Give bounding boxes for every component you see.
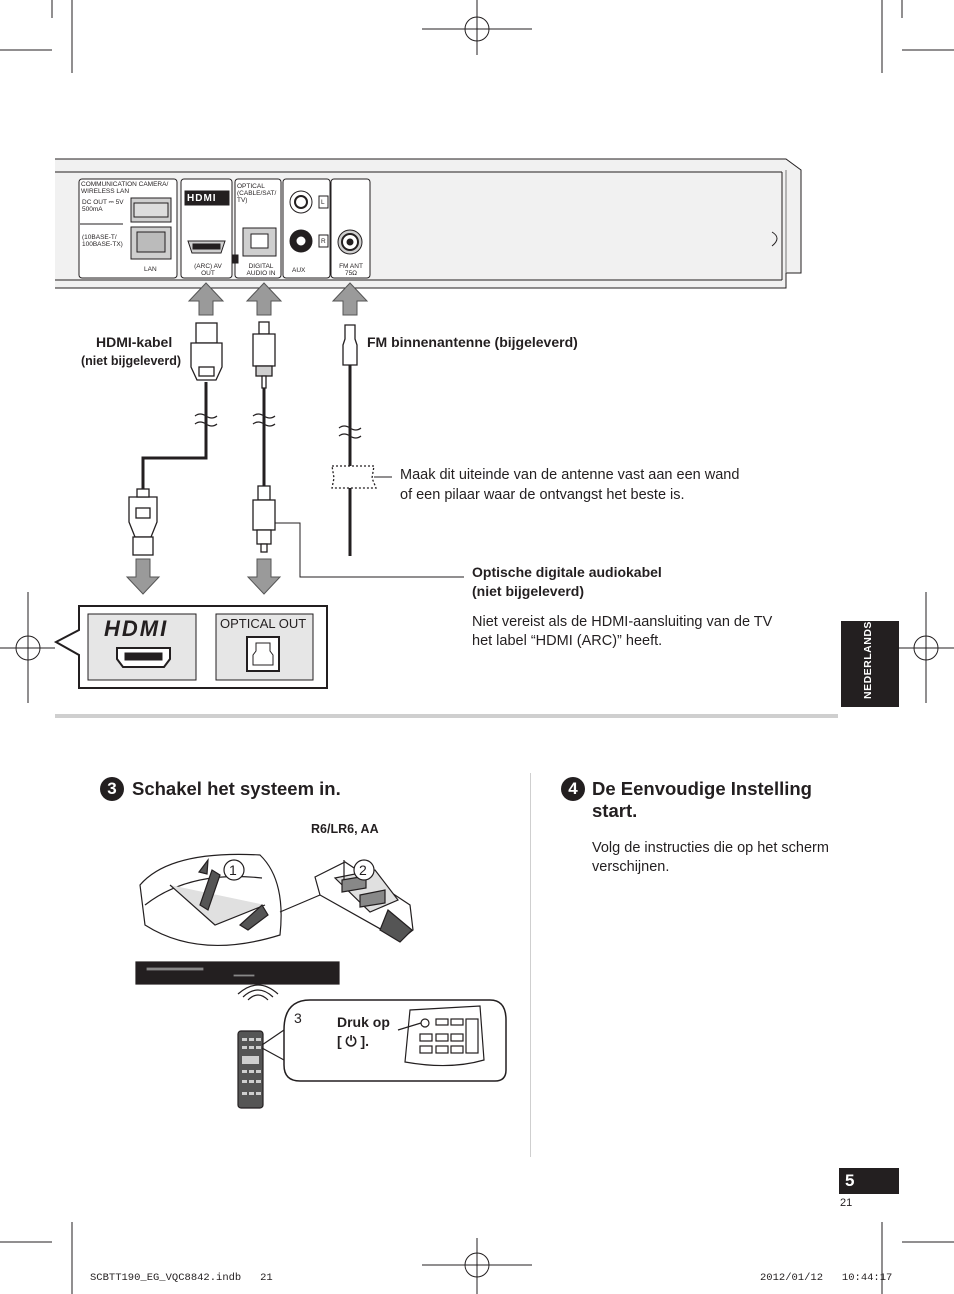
column-divider [530,773,531,1157]
step4-body-line1: Volg de instructies die op het scherm [592,840,829,856]
aux-r-label: R [321,238,326,245]
step4-title-line2: start. [592,800,638,821]
step3-sub3: 3 [294,1010,302,1026]
optical-cable-note: (niet bijgeleverd) [472,583,585,599]
optical-info-line2: het label “HDMI (ARC)” heeft. [472,633,663,649]
step3-number: 3 [100,777,124,801]
tv-optical-out-label: OPTICAL OUT [220,616,307,631]
page-number-small: 21 [840,1197,853,1209]
optical-info-line1: Niet vereist als de HDMI-aansluiting van… [472,614,773,630]
fm-antenna-title: FM binnenantenne (bijgeleverd) [367,334,578,350]
comm-label: COMMUNICATION CAMERA/ WIRELESS LAN [81,181,169,195]
footer-file: SCBTT190_EG_VQC8842.indb 21 [90,1272,273,1284]
hdmi-port-logo: HDMI [187,193,217,204]
step4-number: 4 [561,777,585,801]
page-number: 5 [845,1171,855,1190]
arc-label: (ARC) AV OUT [194,263,222,277]
lan-base-label: (10BASE-T/ 100BASE-TX) [82,234,123,248]
step3-title: Schakel het systeem in. [132,778,341,799]
optical-in-label: OPTICAL (CABLE/SAT/ TV) [237,183,277,204]
press-power-line2: [ ⏻ ]. [337,1033,370,1049]
step4-body-line2: verschijnen. [592,859,670,875]
aux-label: AUX [292,267,306,274]
step3-sub2: 2 [359,862,367,878]
hdmi-cable-title: HDMI-kabel [96,334,173,350]
step3-sub1: 1 [229,862,237,878]
device-rear-panel-illustration [53,158,838,718]
hdmi-cable-note: (niet bijgeleverd) [81,354,182,368]
digital-audio-in-label: DIGITAL AUDIO IN [246,263,276,277]
fm-ant-label: FM ANT 75Ω [339,263,363,277]
tv-hdmi-logo: HDMI [104,616,169,641]
dc-out-label: DC OUT ⎓ 5V 500mA [82,199,124,213]
lan-label: LAN [144,266,157,273]
press-power-line1: Druk op [337,1014,390,1030]
page-number-box: 5 [839,1168,899,1194]
step4-title-line1: De Eenvoudige Instelling [592,778,812,799]
aux-l-label: L [321,199,325,206]
optical-cable-title: Optische digitale audiokabel [472,564,662,580]
language-side-tab: NEDERLANDS [841,621,899,707]
footer-timestamp: 2012/01/12 10:44:17 [760,1272,893,1284]
antenna-note-line1: Maak dit uiteinde van de antenne vast aa… [400,467,740,483]
antenna-note-line2: of een pilaar waar de ontvangst het best… [400,487,685,503]
battery-label: R6/LR6, AA [311,822,379,836]
